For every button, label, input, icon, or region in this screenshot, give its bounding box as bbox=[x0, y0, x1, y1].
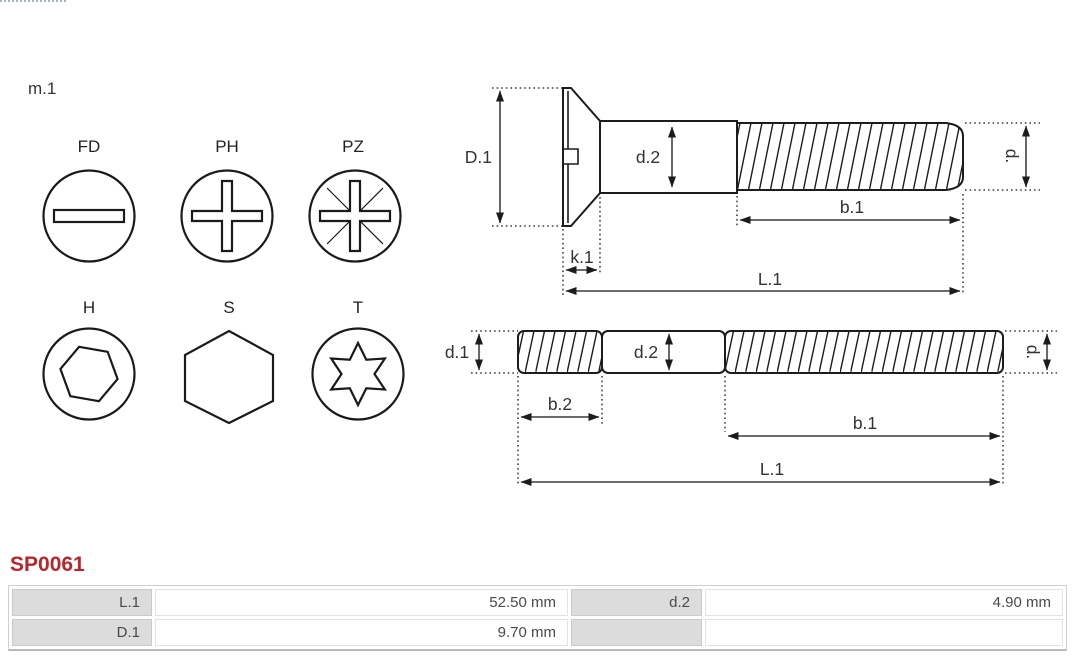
spec-value: 4.90 mm bbox=[705, 589, 1063, 616]
screw-head-slot bbox=[563, 91, 579, 223]
part-number: SP0061 bbox=[10, 553, 85, 576]
pozidriv-drive-icon bbox=[308, 169, 402, 263]
selection-artifact bbox=[0, 0, 66, 2]
spec-label: L.1 bbox=[12, 589, 152, 616]
drive-label-t: T bbox=[352, 298, 364, 317]
screw-drawings: D.1 d.2 d. k.1 b.1 L.1 d.1 d.2 d. b.2 b.… bbox=[445, 87, 1057, 486]
hex-socket-drive-icon bbox=[42, 327, 136, 421]
module-label: m.1 bbox=[28, 79, 57, 98]
spec-value: 52.50 mm bbox=[155, 589, 568, 616]
drive-label-s: S bbox=[223, 298, 235, 317]
spec-value: 9.70 mm bbox=[155, 619, 568, 646]
phillips-drive-icon bbox=[180, 169, 274, 263]
dim-D1: D.1 bbox=[465, 147, 492, 167]
dim-L1: L.1 bbox=[760, 459, 784, 479]
stud-shank bbox=[601, 330, 726, 374]
screw-shank bbox=[599, 120, 738, 194]
screw-thread bbox=[736, 122, 964, 191]
stud-thread-left bbox=[517, 330, 603, 374]
dim-k1: k.1 bbox=[570, 247, 593, 267]
drive-label-h: H bbox=[82, 298, 96, 317]
dim-d: d. bbox=[1002, 149, 1022, 164]
dim-d: d. bbox=[1023, 345, 1043, 360]
dim-b1: b.1 bbox=[840, 197, 864, 217]
drive-label-pz: PZ bbox=[342, 137, 364, 156]
slotted-drive-icon bbox=[42, 169, 136, 263]
torx-drive-icon bbox=[311, 327, 405, 421]
dim-d2: d.2 bbox=[634, 342, 658, 362]
dim-d2: d.2 bbox=[636, 147, 660, 167]
hex-external-drive-icon bbox=[183, 329, 275, 425]
dim-b2: b.2 bbox=[548, 394, 572, 414]
dim-d1: d.1 bbox=[445, 342, 469, 362]
drive-label-fd: FD bbox=[77, 137, 101, 156]
countersunk-screw-drawing: D.1 d.2 d. k.1 b.1 L.1 bbox=[465, 87, 1040, 295]
spec-label: D.1 bbox=[12, 619, 152, 646]
threaded-stud-drawing: d.1 d.2 d. b.2 b.1 L.1 bbox=[445, 330, 1057, 486]
spec-value-empty bbox=[705, 619, 1063, 646]
spec-label: d.2 bbox=[571, 589, 702, 616]
stud-thread-right bbox=[724, 330, 1004, 374]
dim-L1: L.1 bbox=[758, 269, 782, 289]
spec-table: L.1 52.50 mm d.2 4.90 mm D.1 9.70 mm bbox=[8, 585, 1067, 651]
drive-label-ph: PH bbox=[215, 137, 239, 156]
dim-b1: b.1 bbox=[853, 413, 877, 433]
spec-label-empty bbox=[571, 619, 702, 646]
